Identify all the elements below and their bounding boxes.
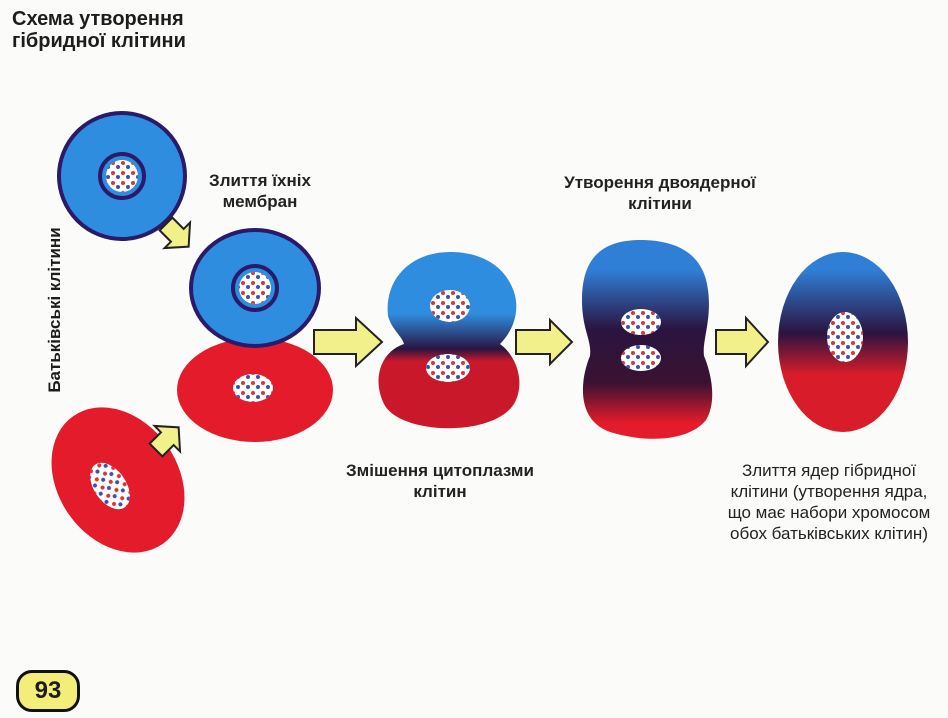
binuclear-cell (582, 240, 713, 439)
label-cytoplasm-mixing: Змішення цитоплазми клітин (346, 461, 534, 501)
diagram-title: Схема утворення гібридної клітини (12, 8, 186, 52)
label-nuclei-fusion: Злиття ядер гібридної клітини (утворення… (727, 461, 931, 543)
arrow-icon (313, 315, 384, 369)
parent-red-cell (51, 407, 185, 553)
arrow-icon (515, 317, 574, 367)
mixing-cell (378, 252, 520, 429)
arrow-icon (158, 216, 192, 250)
label-binuclear: Утворення двоядерної клітини (564, 173, 756, 213)
label-parent-cells: Батьківські клітини (45, 227, 64, 393)
page-number: 93 (16, 670, 80, 712)
touching-cells (177, 228, 333, 442)
arrow-icon (715, 315, 770, 369)
label-membrane-fusion: Злиття їхніх мембран (209, 171, 311, 211)
hybrid-cell (778, 252, 908, 432)
arrow-icon (148, 424, 182, 458)
parent-blue-cell (57, 111, 187, 241)
